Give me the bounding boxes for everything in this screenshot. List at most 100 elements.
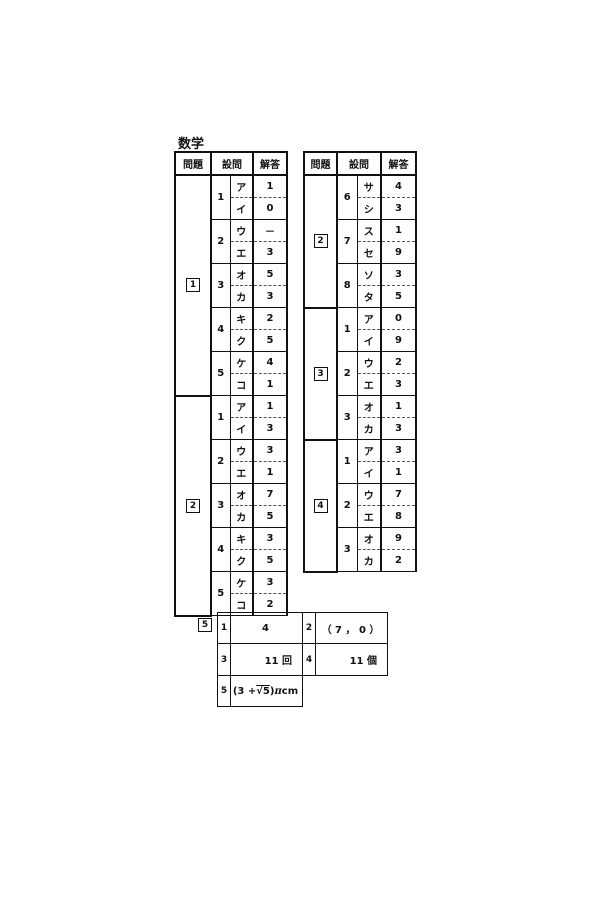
answer-key: イ <box>229 417 254 440</box>
answer-key: カ <box>229 285 254 308</box>
answer-value: 3 <box>253 285 288 308</box>
answer-key: ア <box>356 439 382 462</box>
problem-number-box: 1 <box>186 278 200 293</box>
p5-answer: 11 個 <box>349 656 377 667</box>
answer-value: 4 <box>253 351 288 374</box>
answer-value: 3 <box>253 241 288 264</box>
p5-cell-1: 1 4 <box>217 612 303 644</box>
p5-answer-unit: cm <box>281 685 299 697</box>
answer-key: カ <box>229 505 254 528</box>
question-number: 3 <box>210 263 231 308</box>
p5-cell-2: 2 （ 7 ， 0 ） <box>302 612 388 644</box>
answer-value: 3 <box>253 571 288 594</box>
problem-number-box: 3 <box>313 366 328 381</box>
answer-key: ソ <box>356 263 382 286</box>
question-number: 1 <box>336 307 358 352</box>
answer-value: 5 <box>381 285 417 308</box>
answer-key: オ <box>229 263 254 286</box>
question-number: 1 <box>210 174 231 220</box>
problem-number: 3 <box>303 306 338 441</box>
problem-number: 1 <box>174 174 212 397</box>
question-number: 7 <box>336 219 358 264</box>
answer-key: エ <box>356 505 382 528</box>
answer-key: カ <box>356 417 382 440</box>
p5-item-number: 1 <box>218 613 231 643</box>
answer-value: 9 <box>381 527 417 550</box>
answer-value: 7 <box>253 483 288 506</box>
answer-key: ア <box>356 307 382 330</box>
answer-value: 2 <box>253 307 288 330</box>
subject-title: 数学 <box>178 137 205 152</box>
header-mondai: 問題 <box>174 151 212 176</box>
answer-key: イ <box>229 197 254 220</box>
answer-value: 9 <box>381 329 417 352</box>
answer-key: サ <box>356 174 382 198</box>
question-number: 4 <box>210 307 231 352</box>
answer-value: 5 <box>253 549 288 572</box>
answer-value: 3 <box>253 439 288 462</box>
question-number: 1 <box>210 395 231 440</box>
question-number: 3 <box>336 527 358 572</box>
answer-value: 3 <box>253 417 288 440</box>
p5-answer-sqrt: √5 <box>256 685 270 697</box>
answer-value: 5 <box>253 329 288 352</box>
p5-item-number: 2 <box>303 613 316 643</box>
answer-key: ア <box>229 395 254 418</box>
problem-number-box: 2 <box>186 498 200 513</box>
answer-value: 1 <box>253 461 288 484</box>
p5-answer: （ 7 ， 0 ） <box>321 624 380 636</box>
answer-value: 1 <box>381 219 417 242</box>
question-number: 2 <box>336 483 358 528</box>
answer-key: キ <box>229 307 254 330</box>
problem-number-box: 2 <box>313 234 328 249</box>
question-number: 2 <box>210 439 231 484</box>
answer-value: 2 <box>381 549 417 572</box>
answer-value: 1 <box>253 373 288 396</box>
answer-key: タ <box>356 285 382 308</box>
answer-value: 3 <box>253 527 288 550</box>
p5-answer-pi: π <box>274 685 282 697</box>
answer-key: イ <box>356 461 382 484</box>
problem-number: 2 <box>303 174 338 309</box>
question-number: 3 <box>336 395 358 440</box>
answer-key: エ <box>229 241 254 264</box>
answer-key: エ <box>356 373 382 396</box>
answer-key: ウ <box>356 483 382 506</box>
answer-key: エ <box>229 461 254 484</box>
answer-key: オ <box>229 483 254 506</box>
answer-value: 3 <box>381 197 417 220</box>
answer-value: 1 <box>253 395 288 418</box>
answer-value: 3 <box>381 263 417 286</box>
p5-answer-open: (3 + <box>232 685 257 697</box>
p5-answer-close: ) <box>269 685 275 697</box>
header-setsumon: 設問 <box>210 151 254 176</box>
answer-value: 9 <box>381 241 417 264</box>
answer-key: コ <box>229 593 254 616</box>
answer-key: ウ <box>229 219 254 242</box>
answer-value: 1 <box>381 395 417 418</box>
answer-key: キ <box>229 527 254 550</box>
answer-value: 0 <box>381 307 417 330</box>
answer-value: 4 <box>381 174 417 198</box>
answer-value: 8 <box>381 505 417 528</box>
answer-key: セ <box>356 241 382 264</box>
answer-value: 1 <box>381 461 417 484</box>
answer-key: ス <box>356 219 382 242</box>
answer-key: ウ <box>229 439 254 462</box>
p5-item-number: 3 <box>218 644 231 675</box>
